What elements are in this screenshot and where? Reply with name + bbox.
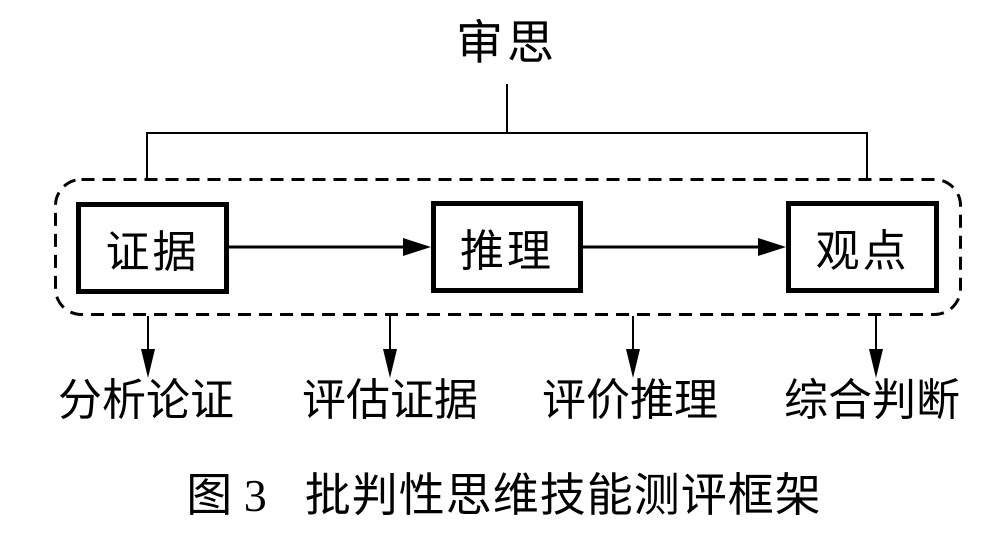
drop-arrow-4-head — [869, 349, 883, 378]
node-viewpoint: 观点 — [786, 201, 939, 293]
node-viewpoint-label: 观点 — [815, 227, 910, 276]
arrowhead-reasoning-to-viewpoint — [758, 238, 786, 256]
output-label-comprehensive-judgment: 综合判断 — [784, 376, 960, 425]
figure-caption: 图 3 批判性思维技能测评框架 — [0, 466, 1008, 526]
node-evidence-label: 证据 — [105, 228, 200, 277]
node-reasoning-label: 推理 — [460, 227, 554, 276]
drop-arrow-2-head — [383, 349, 397, 378]
drop-arrow-3-head — [626, 349, 640, 378]
output-label-evaluate-evidence: 评估证据 — [302, 376, 478, 425]
output-label-evaluate-reasoning: 评价推理 — [542, 376, 718, 425]
dashed-process-boundary — [54, 178, 962, 316]
output-label-analyze-argument: 分析论证 — [58, 376, 234, 425]
figure-title: 批判性思维技能测评框架 — [304, 470, 822, 521]
arrowhead-evidence-to-reasoning — [403, 238, 431, 256]
drop-arrow-1-head — [141, 349, 155, 378]
node-reasoning: 推理 — [431, 201, 583, 293]
figure-number: 图 3 — [186, 470, 267, 521]
root-node-label: 审思 — [456, 18, 558, 70]
branch-line — [146, 132, 868, 179]
node-evidence: 证据 — [76, 202, 229, 294]
